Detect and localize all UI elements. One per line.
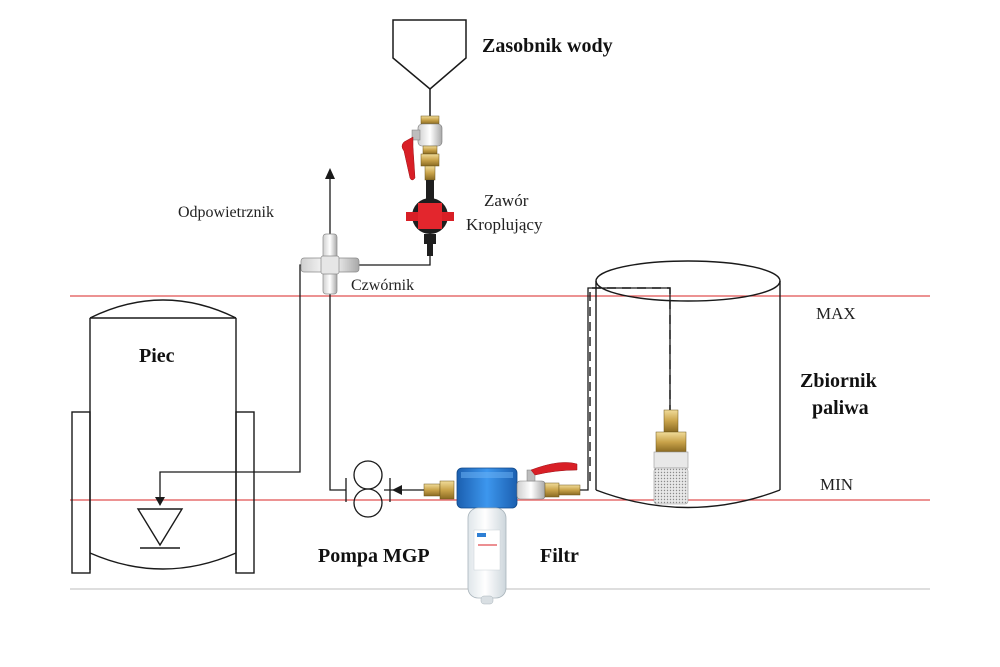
strainer-icon: [653, 409, 689, 505]
suction-pipe: [589, 287, 671, 481]
filter-icon: [456, 467, 518, 605]
pump-label: Pompa MGP: [318, 545, 430, 567]
fuel-tank: [595, 260, 781, 509]
furnace-burner-icon: [136, 508, 184, 549]
hose-barb-icon: [423, 480, 455, 500]
fuel-tank-label-line1: Zbiornik: [800, 370, 878, 392]
cross-fitting-icon: [300, 233, 360, 295]
cross-fitting-label: Czwórnik: [351, 277, 414, 294]
max-level-label: MAX: [816, 304, 856, 323]
drip-valve-icon: [406, 198, 454, 256]
ball-valve-icon: [401, 115, 443, 200]
drip-valve-label-line1: Zawór: [484, 191, 529, 210]
drip-valve-label-line2: Kroplujący: [466, 215, 543, 234]
min-level-label: MIN: [820, 475, 853, 494]
furnace: [71, 299, 255, 574]
pump-symbol-icon: [345, 460, 391, 518]
ball-valve-icon: [516, 462, 581, 500]
check-valve-icon: [392, 485, 402, 495]
water-tank-label: Zasobnik wody: [482, 35, 613, 57]
fuel-tank-label-line2: paliwa: [812, 397, 869, 419]
water-tank: [392, 19, 467, 118]
filter-label: Filtr: [540, 545, 579, 567]
furnace-label: Piec: [139, 345, 175, 367]
vent-label: Odpowietrznik: [178, 204, 274, 221]
vent-line: [325, 168, 335, 241]
furnace-inlet-arrow: [155, 497, 165, 506]
